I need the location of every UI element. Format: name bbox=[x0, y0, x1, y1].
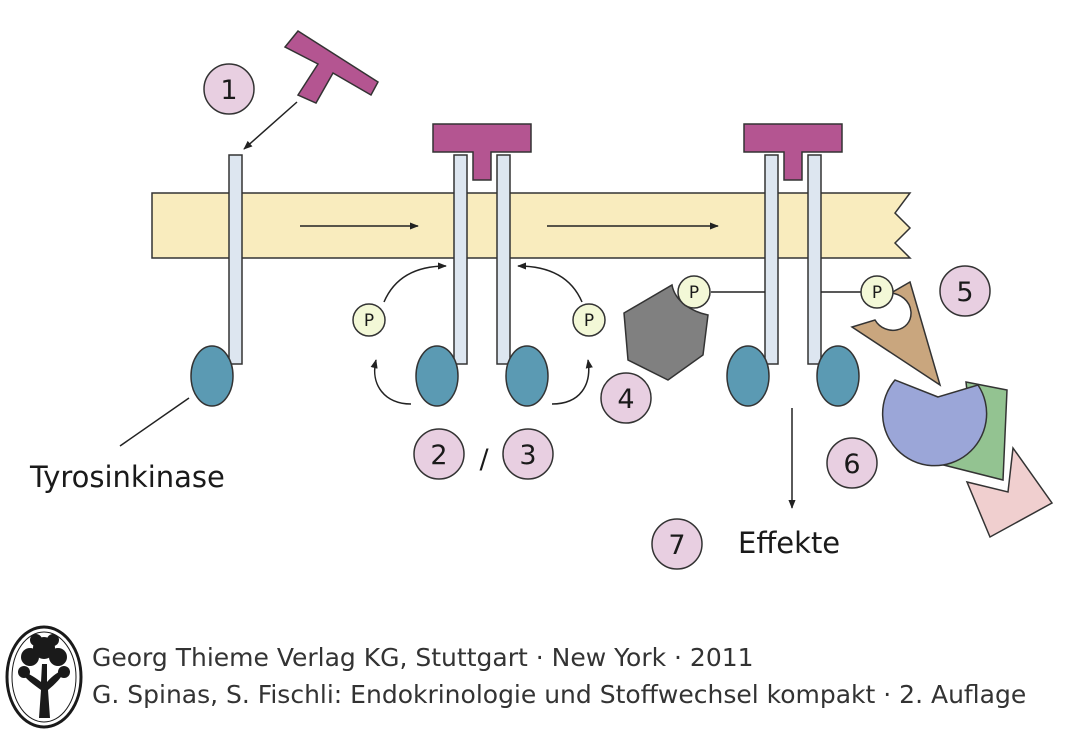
ligand-bound-active bbox=[743, 123, 843, 181]
receptor-chain bbox=[228, 154, 243, 365]
tyrosine-kinase-domain bbox=[505, 345, 549, 407]
ligand-binding-arrow bbox=[243, 101, 298, 150]
receptor-chain bbox=[807, 154, 822, 365]
svg-text:7: 7 bbox=[668, 530, 685, 561]
svg-text:3: 3 bbox=[519, 440, 536, 471]
tyrosine-kinase-domain bbox=[190, 345, 234, 407]
signal-protein-pink bbox=[965, 445, 1054, 539]
tyrosine-kinase-domain bbox=[415, 345, 459, 407]
svg-text:P: P bbox=[364, 311, 374, 331]
receptor-chain bbox=[453, 154, 468, 365]
step-marker-6: 6 bbox=[826, 437, 878, 489]
tree-seal-icon bbox=[5, 625, 83, 729]
step-separator: / bbox=[479, 444, 489, 475]
svg-text:2: 2 bbox=[430, 440, 447, 471]
tyrosinkinase-label: Tyrosinkinase bbox=[29, 460, 225, 494]
phosphate-group: P bbox=[352, 303, 386, 337]
phosphate-group: P bbox=[677, 275, 711, 309]
step-marker-2: 2 bbox=[413, 428, 465, 480]
effekte-label: Effekte bbox=[738, 526, 840, 560]
ligand-bound-dimer bbox=[432, 123, 532, 181]
phosphate-group: P bbox=[860, 275, 894, 309]
autophosphorylation-arrow bbox=[383, 262, 447, 303]
step-marker-7: 7 bbox=[651, 518, 703, 570]
publisher-line-1: Georg Thieme Verlag KG, Stuttgart · New … bbox=[92, 643, 754, 672]
signal-protein-blue bbox=[881, 379, 988, 467]
tyrosine-kinase-domain bbox=[726, 345, 770, 407]
step-marker-3: 3 bbox=[502, 428, 554, 480]
autophosphorylation-arrow bbox=[370, 359, 412, 405]
adapter-protein-brown bbox=[850, 280, 942, 387]
tyrosinkinase-pointer bbox=[119, 397, 190, 447]
step-marker-5: 5 bbox=[939, 265, 991, 317]
phosphate-group: P bbox=[572, 303, 606, 337]
svg-text:6: 6 bbox=[843, 449, 860, 480]
receptor-chain bbox=[764, 154, 779, 365]
receptor-chain bbox=[496, 154, 511, 365]
svg-text:1: 1 bbox=[220, 75, 237, 106]
svg-text:P: P bbox=[689, 283, 699, 303]
step-marker-1: 1 bbox=[203, 63, 255, 115]
adapter-protein-gray bbox=[623, 283, 709, 381]
autophosphorylation-arrow bbox=[517, 262, 583, 303]
svg-text:4: 4 bbox=[617, 384, 634, 415]
cell-membrane bbox=[151, 192, 912, 259]
publisher-line-2: G. Spinas, S. Fischli: Endokrinologie un… bbox=[92, 680, 1027, 709]
tyrosine-kinase-domain bbox=[816, 345, 860, 407]
step-marker-4: 4 bbox=[600, 372, 652, 424]
svg-text:5: 5 bbox=[956, 277, 973, 308]
autophosphorylation-arrow bbox=[551, 359, 593, 405]
ligand-free bbox=[283, 30, 379, 104]
svg-text:P: P bbox=[872, 283, 882, 303]
svg-text:P: P bbox=[584, 311, 594, 331]
